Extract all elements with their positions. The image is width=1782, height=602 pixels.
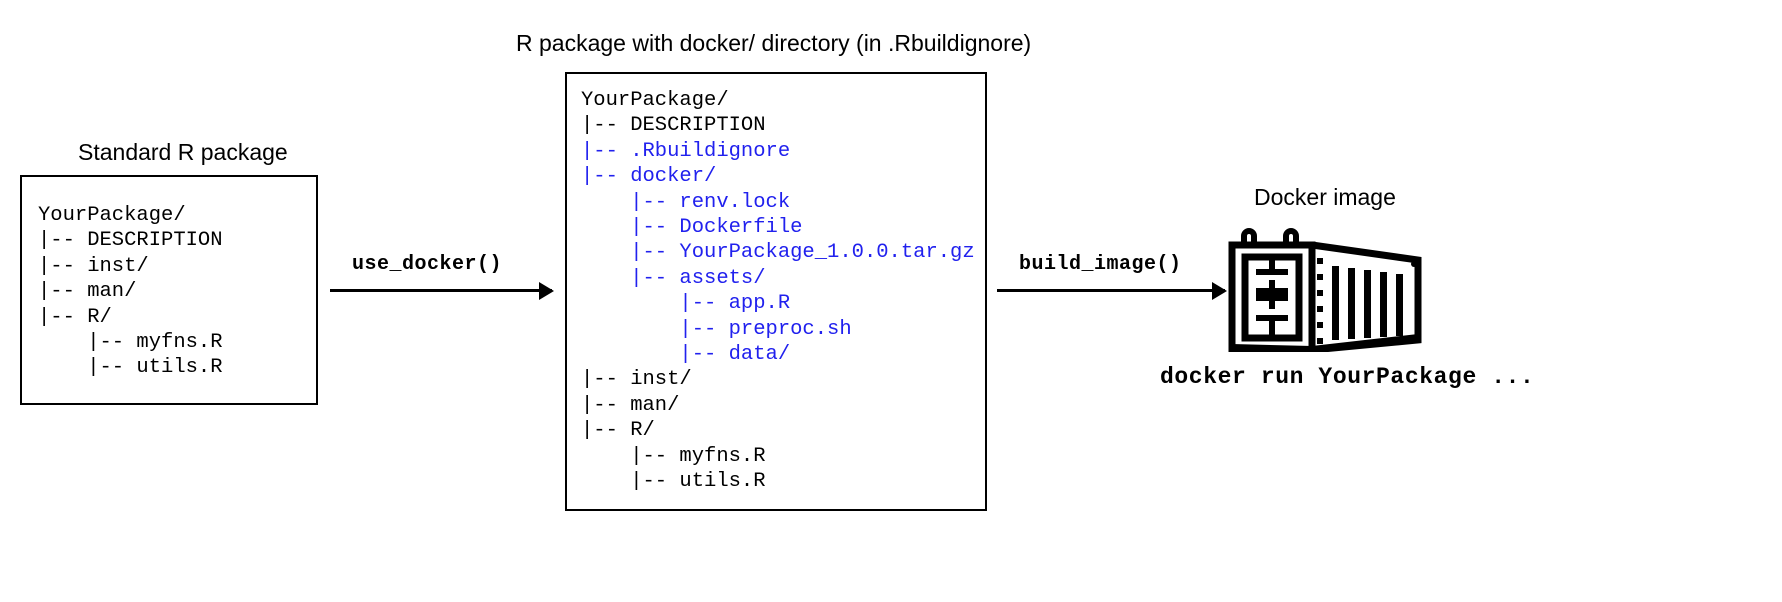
tree-line: |-- myfns.R: [581, 444, 766, 468]
tree-line: |-- DESCRIPTION: [38, 229, 223, 253]
tree-line: |-- man/: [581, 393, 680, 417]
use-docker-label: use_docker(): [352, 253, 503, 276]
tree-line: |-- .Rbuildignore: [581, 139, 791, 163]
tree-line: |-- DESCRIPTION: [581, 114, 766, 138]
tree-line: |-- R/: [581, 419, 655, 443]
tree-line: |-- renv.lock: [581, 190, 791, 214]
tree-line: |-- man/: [38, 280, 137, 304]
docker-image-title: Docker image: [1254, 184, 1396, 210]
standard-package-box: YourPackage/|-- DESCRIPTION|-- inst/|-- …: [20, 175, 318, 405]
tree-line: |-- utils.R: [38, 356, 223, 380]
tree-line: YourPackage/: [581, 89, 729, 112]
tree-line: |-- Dockerfile: [581, 216, 803, 240]
arrow-right-icon-use-docker: [330, 289, 552, 292]
docker-package-box: YourPackage/|-- DESCRIPTION|-- .Rbuildig…: [565, 72, 987, 511]
tree-line: |-- inst/: [38, 254, 149, 278]
docker-package-tree: YourPackage/|-- DESCRIPTION|-- .Rbuildig…: [581, 88, 975, 495]
arrow-right-icon-build-image: [997, 289, 1225, 292]
tree-line: |-- assets/: [581, 266, 766, 290]
standard-package-title: Standard R package: [78, 139, 288, 165]
docker-run-command: docker run YourPackage ...: [1160, 364, 1535, 390]
tree-line: |-- app.R: [581, 292, 791, 316]
tree-line: |-- YourPackage_1.0.0.tar.gz: [581, 241, 975, 265]
tree-line: |-- data/: [581, 343, 791, 367]
tree-line: |-- R/: [38, 305, 112, 329]
tree-line: |-- preproc.sh: [581, 317, 852, 341]
tree-line: |-- inst/: [581, 368, 692, 392]
standard-package-tree: YourPackage/|-- DESCRIPTION|-- inst/|-- …: [38, 203, 223, 381]
tree-line: |-- docker/: [581, 165, 717, 189]
docker-container-icon: [1228, 222, 1424, 354]
build-image-label: build_image(): [1019, 253, 1182, 276]
tree-line: |-- myfns.R: [38, 331, 223, 355]
tree-line: |-- utils.R: [581, 470, 766, 494]
docker-package-title: R package with docker/ directory (in .Rb…: [516, 30, 1032, 56]
tree-line: YourPackage/: [38, 204, 186, 227]
